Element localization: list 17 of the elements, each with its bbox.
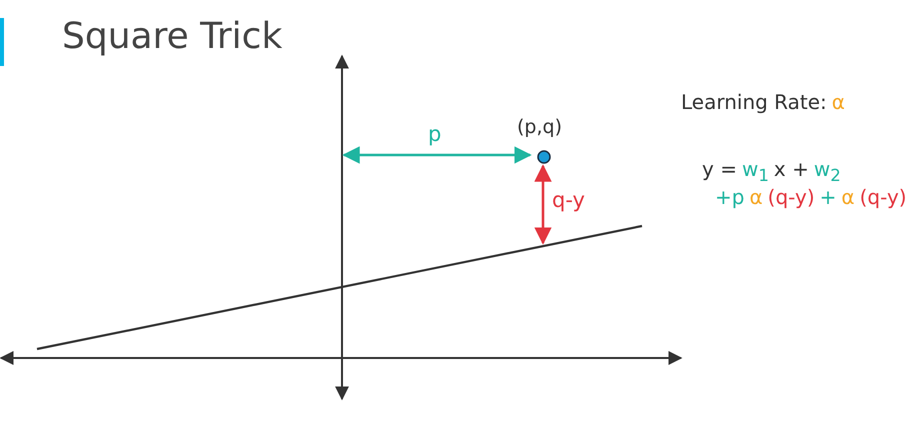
formula-text: + — [820, 185, 836, 209]
measure-label: p — [428, 122, 442, 146]
formula-text: α — [832, 90, 845, 114]
formula-text: x + — [774, 157, 809, 181]
formula-text: w$_{1}$ — [742, 157, 769, 181]
formula-text: Learning Rate: — [681, 90, 827, 114]
formula-text: (q-y) — [768, 185, 815, 209]
data-point — [537, 150, 551, 164]
formula-text: α — [841, 185, 855, 209]
formula-text: +p — [715, 185, 744, 209]
formula-text: α — [749, 185, 763, 209]
formula-text: w$_{2}$ — [814, 157, 841, 181]
title: Square Trick — [62, 16, 282, 57]
formula-text: y = — [702, 157, 737, 181]
point-label: (p,q) — [517, 116, 562, 138]
measure-label: q-y — [552, 188, 585, 212]
formula-text: (q-y) — [860, 185, 907, 209]
